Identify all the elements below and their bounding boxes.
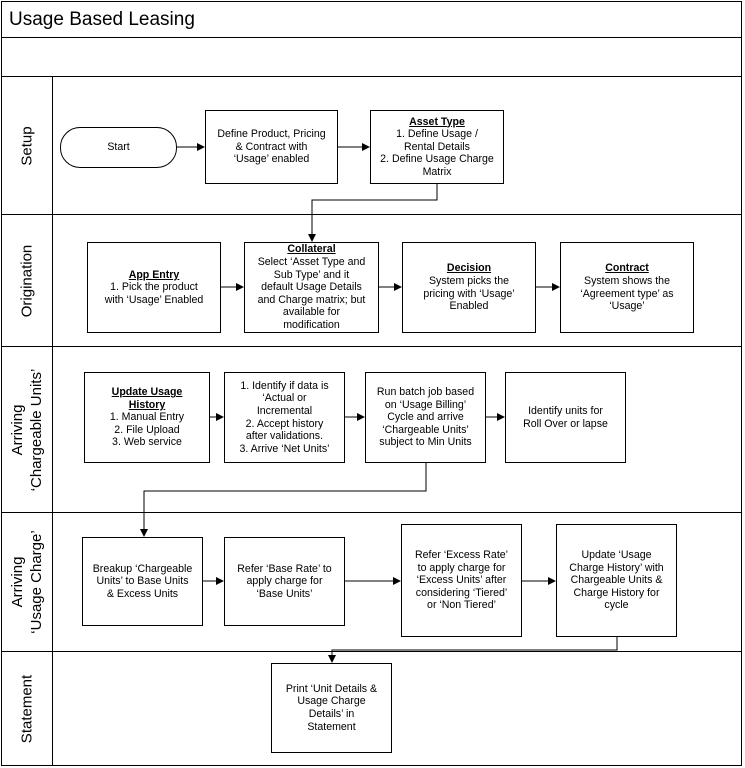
lane-label-arriving-units: Arriving ‘Chargeable Units’	[9, 368, 45, 491]
empty-header-row	[1, 37, 742, 77]
app-entry-box: App Entry 1. Pick the product with ‘Usag…	[87, 242, 221, 333]
title-bar: Usage Based Leasing	[1, 1, 742, 38]
contract-text: System shows the ‘Agreement type’ as ‘Us…	[580, 274, 674, 313]
collateral-heading: Collateral	[287, 243, 336, 256]
lane-label-statement: Statement	[18, 674, 36, 743]
lane-header-origination: Origination	[2, 215, 53, 346]
update-charge-history-box: Update ‘Usage Charge History’ with Charg…	[556, 524, 677, 637]
decision-heading: Decision	[446, 262, 492, 275]
update-charge-history-text: Update ‘Usage Charge History’ with Charg…	[569, 549, 664, 612]
asset-type-box: Asset Type 1. Define Usage / Rental Deta…	[370, 110, 504, 184]
excess-rate-text: Refer ‘Excess Rate’ to apply charge for …	[414, 549, 509, 612]
lane-header-setup: Setup	[2, 77, 53, 214]
breakup-units-text: Breakup ‘Chargeable Units’ to Base Units…	[92, 562, 193, 600]
breakup-units-box: Breakup ‘Chargeable Units’ to Base Units…	[82, 537, 203, 626]
define-product-text: Define Product, Pricing & Contract with …	[217, 128, 326, 166]
lane-header-arriving-units: Arriving ‘Chargeable Units’	[2, 347, 53, 512]
lane-header-arriving-charge: Arriving ‘Usage Charge’	[2, 513, 53, 651]
contract-box: Contract System shows the ‘Agreement typ…	[560, 242, 694, 333]
lane-label-arriving-charge: Arriving ‘Usage Charge’	[9, 530, 45, 634]
base-rate-box: Refer ‘Base Rate’ to apply charge for ‘B…	[224, 537, 345, 626]
identify-data-text: 1. Identify if data is ‘Actual or Increm…	[239, 379, 330, 455]
asset-type-heading: Asset Type	[409, 115, 465, 128]
update-usage-history-text: 1. Manual Entry 2. File Upload 3. Web se…	[109, 411, 185, 449]
collateral-text: Select ‘Asset Type and Sub Type’ and it …	[257, 256, 366, 331]
diagram-title: Usage Based Leasing	[9, 9, 195, 30]
batch-job-box: Run batch job based on ‘Usage Billing’ C…	[365, 372, 486, 463]
rollover-box: Identify units for Roll Over or lapse	[505, 372, 626, 463]
excess-rate-box: Refer ‘Excess Rate’ to apply charge for …	[401, 524, 522, 637]
define-product-box: Define Product, Pricing & Contract with …	[205, 110, 338, 184]
decision-text: System picks the pricing with ‘Usage’ En…	[423, 274, 515, 313]
identify-data-box: 1. Identify if data is ‘Actual or Increm…	[224, 372, 345, 463]
collateral-box: Collateral Select ‘Asset Type and Sub Ty…	[244, 242, 379, 333]
update-usage-history-box: Update Usage History 1. Manual Entry 2. …	[84, 372, 210, 463]
app-entry-text: 1. Pick the product with ‘Usage’ Enabled	[104, 281, 204, 306]
start-terminal: Start	[60, 127, 177, 168]
batch-job-text: Run batch job based on ‘Usage Billing’ C…	[376, 386, 475, 449]
contract-heading: Contract	[605, 262, 649, 275]
decision-box: Decision System picks the pricing with ‘…	[402, 242, 536, 333]
asset-type-text: 1. Define Usage / Rental Details 2. Defi…	[380, 128, 494, 178]
app-entry-heading: App Entry	[128, 268, 180, 281]
lane-label-origination: Origination	[18, 244, 36, 317]
print-statement-text: Print ‘Unit Details & Usage Charge Detai…	[285, 682, 378, 733]
rollover-text: Identify units for Roll Over or lapse	[523, 404, 608, 430]
base-rate-text: Refer ‘Base Rate’ to apply charge for ‘B…	[237, 562, 332, 600]
lane-header-statement: Statement	[2, 652, 53, 765]
lane-label-setup: Setup	[18, 125, 36, 166]
start-terminal-text: Start	[107, 141, 130, 154]
print-statement-box: Print ‘Unit Details & Usage Charge Detai…	[271, 663, 392, 753]
update-usage-history-heading: Update Usage History	[111, 386, 183, 411]
